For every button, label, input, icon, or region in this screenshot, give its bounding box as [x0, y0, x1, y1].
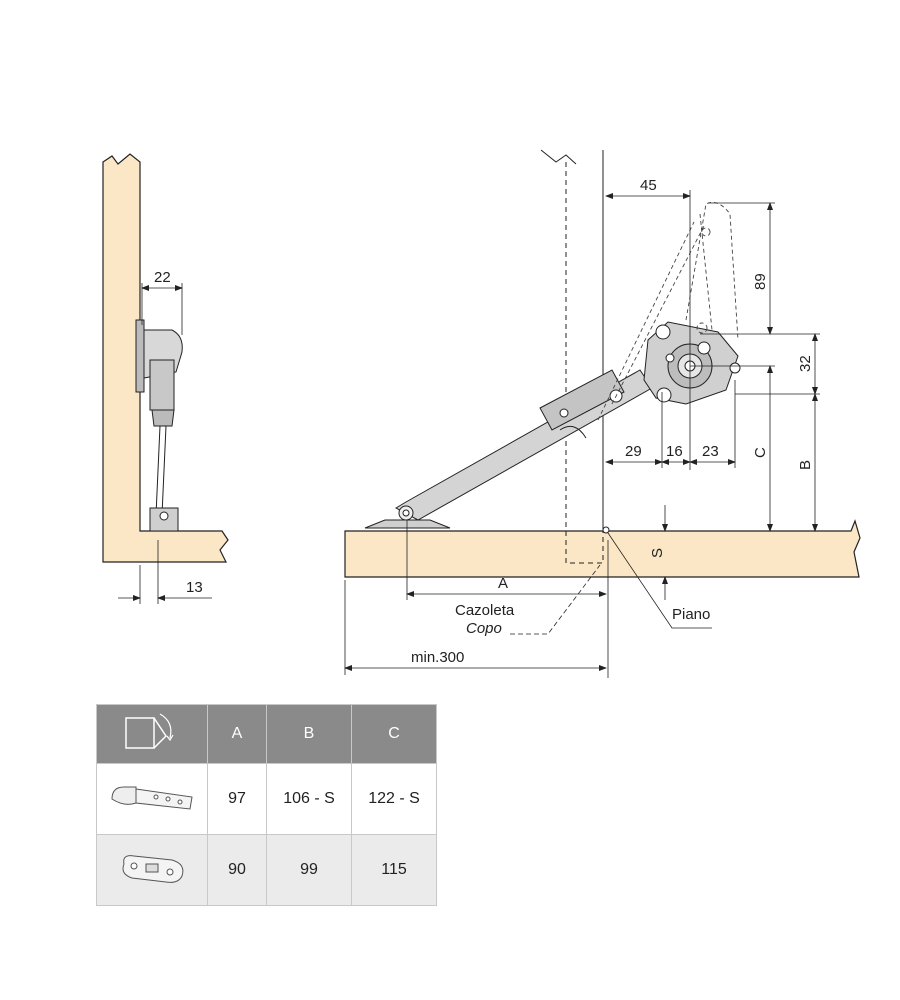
- row1-B: 106 - S: [266, 763, 352, 835]
- header-icon-cell: [96, 704, 208, 764]
- table-row: 97 106 - S 122 - S: [96, 763, 437, 835]
- dimension-lines: [344, 190, 820, 678]
- header-B: B: [266, 704, 352, 764]
- table-header-row: A B C: [96, 704, 437, 764]
- mounting-plate-icon: [122, 854, 184, 883]
- row2-B: 99: [266, 834, 352, 906]
- hinge-side: [135, 319, 183, 532]
- dim-29-label: 29: [625, 443, 642, 460]
- row2-C: 115: [351, 834, 437, 906]
- header-A: A: [207, 704, 267, 764]
- dim-45-label: 45: [640, 177, 657, 194]
- header-C: C: [351, 704, 437, 764]
- dim-16-label: 16: [666, 443, 683, 460]
- hinge-mechanism: [643, 321, 741, 405]
- row-icon-cell: [96, 834, 208, 906]
- leader-lines: [510, 529, 712, 635]
- row2-A: 90: [207, 834, 267, 906]
- table-row: 90 99 115: [96, 834, 437, 906]
- door-opening-icon: [125, 712, 174, 749]
- open-position-ghost: [597, 201, 739, 421]
- dim-B-label: B: [797, 460, 814, 470]
- cazoleta-label: Cazoleta: [455, 602, 515, 619]
- main-view: 45 89 32 C B S 29 16 23 A Cazoleta Copo …: [344, 149, 861, 678]
- side-view: 22 13: [102, 153, 229, 604]
- cup-hinge-icon: [111, 786, 193, 810]
- dim-13-label: 13: [186, 579, 203, 596]
- open-door-outline: [565, 162, 604, 564]
- row1-A: 97: [207, 763, 267, 835]
- dim-S-label: S: [649, 548, 666, 558]
- dim-22-label: 22: [154, 269, 171, 286]
- row1-C: 122 - S: [351, 763, 437, 835]
- copo-label: Copo: [466, 620, 502, 637]
- dim-C-label: C: [752, 447, 769, 458]
- min300-label: min.300: [411, 649, 464, 666]
- dim-89-label: 89: [752, 273, 769, 290]
- dim-A-label: A: [498, 575, 508, 592]
- dim-32-label: 32: [797, 355, 814, 372]
- dim-23-label: 23: [702, 443, 719, 460]
- dimension-table: A B C 97 106 - S 122 - S 90 99: [96, 704, 437, 906]
- piano-label: Piano: [672, 606, 710, 623]
- side-panel: [102, 153, 229, 563]
- row-icon-cell: [96, 763, 208, 835]
